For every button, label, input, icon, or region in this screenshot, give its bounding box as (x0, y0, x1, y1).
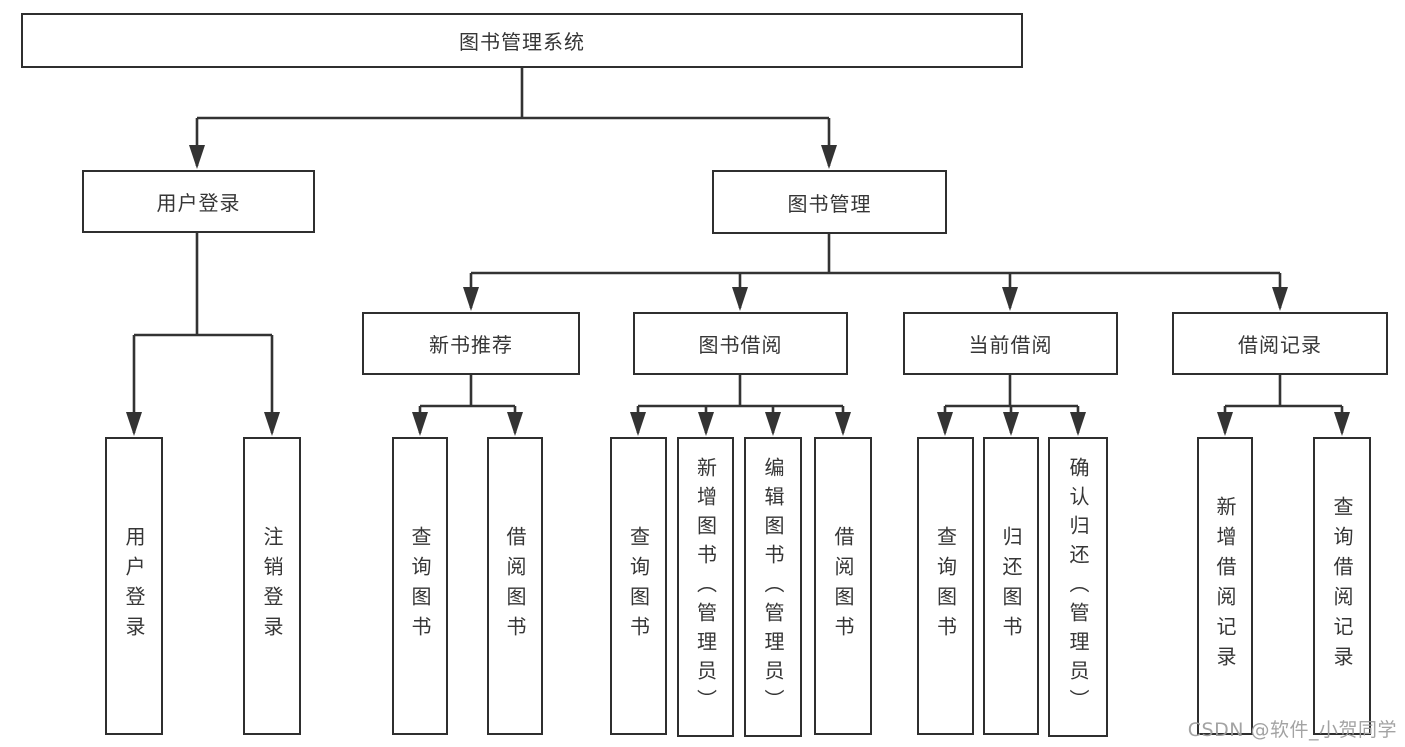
leaf-bb-add-books-admin: 新增图书（管理员） (677, 437, 734, 737)
leaf-bb-borrow-books: 借阅图书 (814, 437, 872, 735)
arrow-down-icon (937, 412, 953, 436)
arrow-down-icon (463, 287, 479, 311)
leaf-cb-return-books: 归还图书 (983, 437, 1039, 735)
arrow-down-icon (264, 412, 280, 436)
node-label: 当前借阅 (968, 333, 1053, 357)
leaf-label: 查询图书 (933, 526, 958, 646)
arrow-down-icon (1070, 412, 1086, 436)
leaf-nb-borrow-books: 借阅图书 (487, 437, 543, 735)
arrow-down-icon (835, 412, 851, 436)
arrow-down-icon (630, 412, 646, 436)
node-book-borrow: 图书借阅 (633, 312, 848, 375)
leaf-label: 新增借阅记录 (1213, 496, 1237, 676)
arrow-down-icon (765, 412, 781, 436)
leaf-label: 查询借阅记录 (1330, 496, 1354, 676)
node-label: 图书管理 (787, 191, 872, 216)
arrow-down-icon (1217, 412, 1233, 436)
leaf-label: 编辑图书（管理员） (761, 456, 785, 718)
leaf-label: 查询图书 (626, 526, 651, 646)
node-new-book-recommend: 新书推荐 (362, 312, 580, 375)
arrow-down-icon (698, 412, 714, 436)
node-label: 用户登录 (156, 191, 241, 215)
node-label: 图书管理系统 (459, 30, 585, 54)
arrow-down-icon (507, 412, 523, 436)
arrow-down-icon (732, 287, 748, 311)
leaf-label: 借阅图书 (831, 526, 855, 646)
leaf-br-add-record: 新增借阅记录 (1197, 437, 1253, 735)
node-label: 图书借阅 (698, 333, 783, 357)
leaf-nb-query-books: 查询图书 (392, 437, 448, 735)
node-current-borrow: 当前借阅 (903, 312, 1118, 375)
connector-paths (132, 68, 1344, 433)
leaf-label: 注销登录 (260, 526, 284, 646)
arrow-down-icon (412, 412, 428, 436)
leaf-label: 借阅图书 (503, 526, 527, 646)
node-label: 新书推荐 (429, 333, 513, 357)
node-borrow-records: 借阅记录 (1172, 312, 1388, 375)
watermark: CSDN @软件_小贺同学 (1187, 719, 1397, 741)
leaf-label: 查询图书 (408, 526, 432, 646)
leaf-cb-query-books: 查询图书 (917, 437, 974, 735)
arrow-down-icon (1003, 412, 1019, 436)
arrow-down-icon (189, 145, 205, 169)
node-library-management-system: 图书管理系统 (21, 13, 1023, 68)
leaf-label: 确认归还（管理员） (1066, 456, 1090, 718)
leaf-label: 用户登录 (122, 526, 146, 646)
arrow-down-icon (1334, 412, 1350, 436)
leaf-logout: 注销登录 (243, 437, 301, 735)
arrow-down-icon (1272, 287, 1288, 311)
leaf-bb-edit-books-admin: 编辑图书（管理员） (744, 437, 802, 737)
leaf-label: 新增图书（管理员） (693, 456, 718, 718)
arrow-down-icon (126, 412, 142, 436)
arrow-down-icon (821, 145, 837, 169)
leaf-user-login: 用户登录 (105, 437, 163, 735)
arrow-down-icon (1002, 287, 1018, 311)
leaf-br-query-record: 查询借阅记录 (1313, 437, 1371, 735)
node-user-login: 用户登录 (82, 170, 315, 233)
node-book-management: 图书管理 (712, 170, 947, 234)
leaf-label: 归还图书 (999, 526, 1023, 646)
leaf-bb-query-books: 查询图书 (610, 437, 667, 735)
node-label: 借阅记录 (1238, 333, 1322, 357)
leaf-cb-confirm-return-admin: 确认归还（管理员） (1048, 437, 1108, 737)
